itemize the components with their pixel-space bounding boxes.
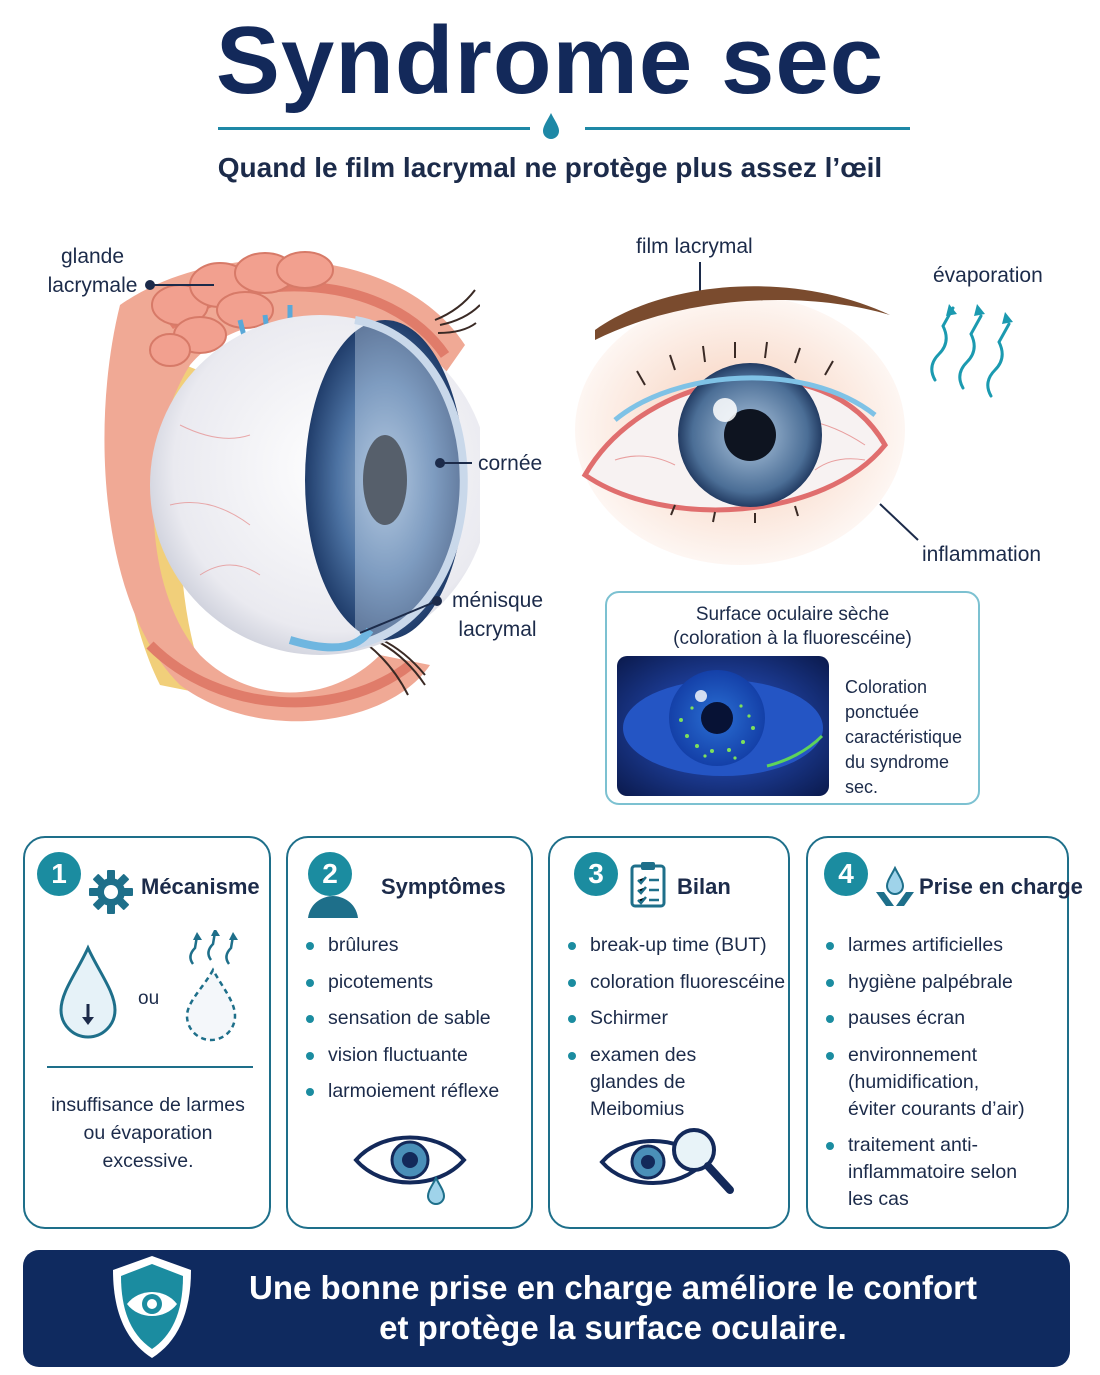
cornea-label: cornée xyxy=(478,452,543,475)
card-symptoms: 2 Symptômes brûlures picotements sensati… xyxy=(286,836,533,1229)
list-item: coloration fluorescéine xyxy=(568,969,785,996)
gear-icon xyxy=(89,870,133,914)
card-mechanism: 1 Mécanisme ou insuffisance de larmes ou… xyxy=(23,836,271,1229)
tear-film-label: film lacrymal xyxy=(636,235,753,258)
pupil xyxy=(724,409,776,461)
symptom-list: brûlures picotements sensation de sable … xyxy=(306,932,499,1115)
card-title: Symptômes xyxy=(381,874,506,899)
list-item: Schirmer xyxy=(568,1005,785,1032)
fluorescein-caption: Coloration ponctuée caractéristique du s… xyxy=(845,677,963,797)
assessment-list: break-up time (BUT) coloration fluorescé… xyxy=(568,932,785,1132)
clipboard-icon xyxy=(630,862,666,908)
conclusion-line2: et protège la surface oculaire. xyxy=(379,1309,847,1346)
hands-drop-icon xyxy=(876,865,914,906)
eye-front-illustration xyxy=(575,286,905,565)
meniscus-label: ménisque lacrymal xyxy=(451,589,544,641)
card-title: Bilan xyxy=(677,874,731,899)
evaporation-label: évaporation xyxy=(933,264,1043,287)
fluorescein-panel: Surface oculaire sèche (coloration à la … xyxy=(605,591,980,805)
fluorescein-title-line1: Surface oculaire sèche xyxy=(695,604,890,625)
title-divider-left xyxy=(218,127,530,130)
title-divider-right xyxy=(585,127,910,130)
step-badge-3: 3 xyxy=(574,852,618,896)
list-item: brûlures xyxy=(306,932,499,959)
list-item: examen des glandes de Meibomius xyxy=(568,1042,768,1123)
evaporating-drop-icon xyxy=(185,930,238,1042)
mechanism-caption: insuffisance de larmes ou évaporation ex… xyxy=(51,1094,245,1172)
list-item: traitement anti-inflammatoire selon les … xyxy=(826,1132,1031,1213)
list-item: environnement (humidification, éviter co… xyxy=(826,1042,1031,1123)
conclusion-banner: Une bonne prise en charge améliore le co… xyxy=(23,1250,1070,1367)
conclusion-text: Une bonne prise en charge améliore le co… xyxy=(173,1268,1053,1348)
treatment-list: larmes artificielles hygiène palpébrale … xyxy=(826,932,1031,1223)
lacrimal-gland xyxy=(149,251,334,367)
eye-magnifier-icon xyxy=(599,1128,734,1194)
shield-eye-icon xyxy=(113,1256,191,1358)
card-title: Prise en charge xyxy=(919,874,1083,899)
step-badge-1: 1 xyxy=(37,852,81,896)
list-item: sensation de sable xyxy=(306,1005,499,1032)
list-item: hygiène palpébrale xyxy=(826,969,1031,996)
list-item: break-up time (BUT) xyxy=(568,932,785,959)
list-item: pauses écran xyxy=(826,1005,1031,1032)
list-item: larmoiement réflexe xyxy=(306,1078,499,1105)
fluorescein-title: Surface oculaire sèche (coloration à la … xyxy=(607,603,978,651)
list-item: vision fluctuante xyxy=(306,1042,499,1069)
step-badge-2: 2 xyxy=(308,852,352,896)
tear-meniscus xyxy=(288,627,374,652)
step-badge-4: 4 xyxy=(824,852,868,896)
cornea xyxy=(354,316,468,649)
tear-film-line xyxy=(613,375,877,422)
mechanism-divider xyxy=(47,1066,253,1068)
water-drop-icon xyxy=(543,113,559,139)
or-label: ou xyxy=(138,988,160,1009)
eye-cross-section-illustration xyxy=(104,251,480,722)
teary-eye-icon xyxy=(353,1135,467,1205)
card-assessment: 3 Bilan break-up time (BUT) coloration f… xyxy=(548,836,790,1229)
page-subtitle: Quand le film lacrymal ne protège plus a… xyxy=(217,152,883,183)
inflammation-label: inflammation xyxy=(922,543,1042,566)
card-title: Mécanisme xyxy=(141,874,260,899)
card-treatment: 4 Prise en charge larmes artificielles h… xyxy=(806,836,1083,1229)
person-icon xyxy=(308,896,358,918)
list-item: larmes artificielles xyxy=(826,932,1031,959)
tear-drop-down-icon xyxy=(59,944,117,1039)
conclusion-line1: Une bonne prise en charge améliore le co… xyxy=(248,1269,977,1306)
fluorescein-eye-image xyxy=(617,656,829,796)
fluorescein-title-line2: (coloration à la fluorescéine) xyxy=(673,628,912,649)
pupil xyxy=(363,435,407,525)
eyelid-tissue xyxy=(104,259,465,722)
list-item: picotements xyxy=(306,969,499,996)
eyebrow xyxy=(595,286,890,340)
evaporation-arrows-icon xyxy=(930,304,1013,398)
page-title: Syndrome sec xyxy=(215,7,885,114)
gland-label: glande lacrymale xyxy=(47,245,138,297)
